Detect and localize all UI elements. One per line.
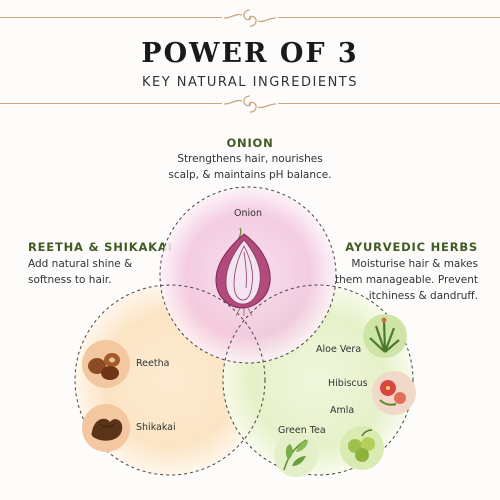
herbs-desc-line3: itchiness & dandruff. bbox=[368, 290, 478, 302]
aloe-vera-label: Aloe Vera bbox=[316, 344, 362, 355]
page-subtitle: KEY NATURAL INGREDIENTS bbox=[141, 75, 358, 90]
amla-label: Amla bbox=[330, 405, 355, 416]
onion-illustration bbox=[215, 227, 271, 317]
reetha-desc-line1: Add natural shine & bbox=[28, 258, 133, 270]
page-title: POWER OF 3 bbox=[141, 38, 359, 69]
hibiscus-icon bbox=[372, 371, 416, 415]
ayurvedic-herbs-heading: AYURVEDIC HERBS bbox=[345, 240, 478, 254]
top-scroll-ornament bbox=[223, 9, 277, 27]
onion-description: Strengthens hair, nourishes scalp, & mai… bbox=[0, 151, 500, 183]
shikakai-icon bbox=[82, 404, 130, 452]
green-tea-label: Green Tea bbox=[278, 425, 326, 436]
reetha-label: Reetha bbox=[136, 358, 170, 369]
herbs-desc-line2: them manageable. Prevent bbox=[335, 274, 478, 286]
bottom-rule-right bbox=[278, 103, 500, 104]
reetha-shikakai-heading: REETHA & SHIKAKAI bbox=[28, 240, 173, 254]
top-rule-left bbox=[0, 17, 222, 18]
amla-icon bbox=[340, 426, 384, 470]
onion-desc-line2: scalp, & maintains pH balance. bbox=[168, 169, 332, 181]
reetha-desc-line2: softness to hair. bbox=[28, 274, 112, 286]
herbs-circle-outline bbox=[222, 284, 414, 476]
green-tea-icon bbox=[274, 433, 318, 477]
bottom-rule-left bbox=[0, 103, 222, 104]
onion-circle-label: Onion bbox=[234, 208, 262, 219]
bottom-scroll-ornament bbox=[223, 95, 277, 113]
reetha-description: Add natural shine & softness to hair. bbox=[28, 256, 132, 288]
reetha-circle-outline bbox=[74, 284, 266, 476]
onion-circle-outline bbox=[159, 186, 337, 364]
herbs-description: Moisturise hair & makes them manageable.… bbox=[335, 256, 478, 304]
onion-desc-line1: Strengthens hair, nourishes bbox=[177, 153, 323, 165]
reetha-icon bbox=[82, 340, 130, 388]
onion-heading: ONION bbox=[226, 136, 274, 150]
shikakai-label: Shikakai bbox=[136, 422, 176, 433]
aloe-vera-icon bbox=[363, 314, 407, 358]
top-rule-right bbox=[278, 17, 500, 18]
hibiscus-label: Hibiscus bbox=[328, 378, 368, 389]
herbs-desc-line1: Moisturise hair & makes bbox=[351, 258, 478, 270]
